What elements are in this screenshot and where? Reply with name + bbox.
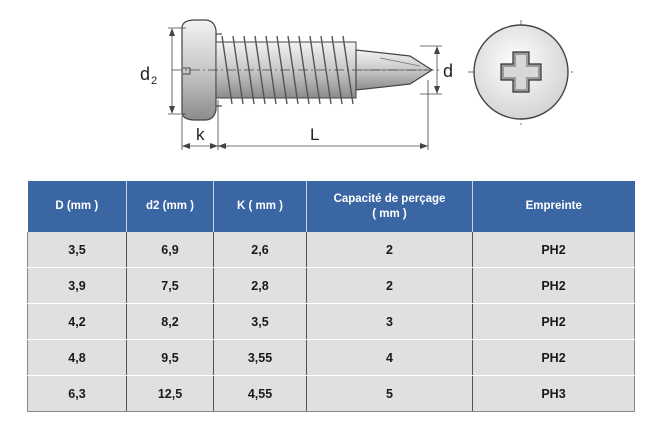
header-drilling-capacity-line1: Capacité de perçage <box>333 192 446 205</box>
cell-drilling-capacity: 5 <box>306 375 473 412</box>
header-k: K ( mm ) <box>213 181 307 232</box>
cell-d2: 12,5 <box>126 375 214 412</box>
cell-drive: PH2 <box>472 303 635 340</box>
screw-technical-drawing: d 2 d k L <box>140 19 574 150</box>
cell-d2: 6,9 <box>126 232 214 268</box>
cell-d: 4,2 <box>27 303 127 340</box>
table-row: 3,9 7,5 2,8 2 PH2 <box>27 267 635 304</box>
dimension-k-L: k L <box>181 80 429 150</box>
thread-crest <box>309 35 321 105</box>
cell-d2: 9,5 <box>126 339 214 376</box>
header-drilling-capacity: Capacité de perçage ( mm ) <box>306 181 473 232</box>
cell-d: 6,3 <box>27 375 127 412</box>
table-row: 3,5 6,9 2,6 2 PH2 <box>27 232 635 268</box>
cell-d2: 7,5 <box>126 267 214 304</box>
table-row: 4,8 9,5 3,55 4 PH2 <box>27 339 635 376</box>
table-row: 4,2 8,2 3,5 3 PH2 <box>27 303 635 340</box>
cell-d: 3,5 <box>27 232 127 268</box>
label-L: L <box>310 125 319 144</box>
specs-table: D (mm ) d2 (mm ) K ( mm ) Capacité de pe… <box>27 181 635 412</box>
label-d: d <box>443 61 453 81</box>
cell-drive: PH2 <box>472 267 635 304</box>
label-d2-subscript: 2 <box>151 75 157 87</box>
table-header-row: D (mm ) d2 (mm ) K ( mm ) Capacité de pe… <box>27 181 635 232</box>
cell-d: 4,8 <box>27 339 127 376</box>
header-drive: Empreinte <box>472 181 635 232</box>
cell-drilling-capacity: 4 <box>306 339 473 376</box>
cell-drilling-capacity: 3 <box>306 303 473 340</box>
cell-k: 2,6 <box>213 232 307 268</box>
cell-drive: PH2 <box>472 232 635 268</box>
thread-crest <box>254 35 266 105</box>
cell-d: 3,9 <box>27 267 127 304</box>
header-d2: d2 (mm ) <box>126 181 214 232</box>
cell-k: 4,55 <box>213 375 307 412</box>
header-d: D (mm ) <box>27 181 127 232</box>
thread-crest <box>232 35 244 105</box>
cell-k: 2,8 <box>213 267 307 304</box>
header-drilling-capacity-line2: ( mm ) <box>372 207 407 220</box>
label-d2: d <box>140 64 150 84</box>
screw-head-front-view <box>468 20 574 126</box>
cell-drive: PH3 <box>472 375 635 412</box>
dimension-d: d <box>420 45 453 95</box>
cell-drilling-capacity: 2 <box>306 232 473 268</box>
cell-d2: 8,2 <box>126 303 214 340</box>
table-row: 6,3 12,5 4,55 5 PH3 <box>27 375 635 412</box>
cell-drilling-capacity: 2 <box>306 267 473 304</box>
label-k: k <box>196 125 205 144</box>
cell-drive: PH2 <box>472 339 635 376</box>
cell-k: 3,5 <box>213 303 307 340</box>
dimension-d2: d 2 <box>140 27 186 115</box>
cell-k: 3,55 <box>213 339 307 376</box>
